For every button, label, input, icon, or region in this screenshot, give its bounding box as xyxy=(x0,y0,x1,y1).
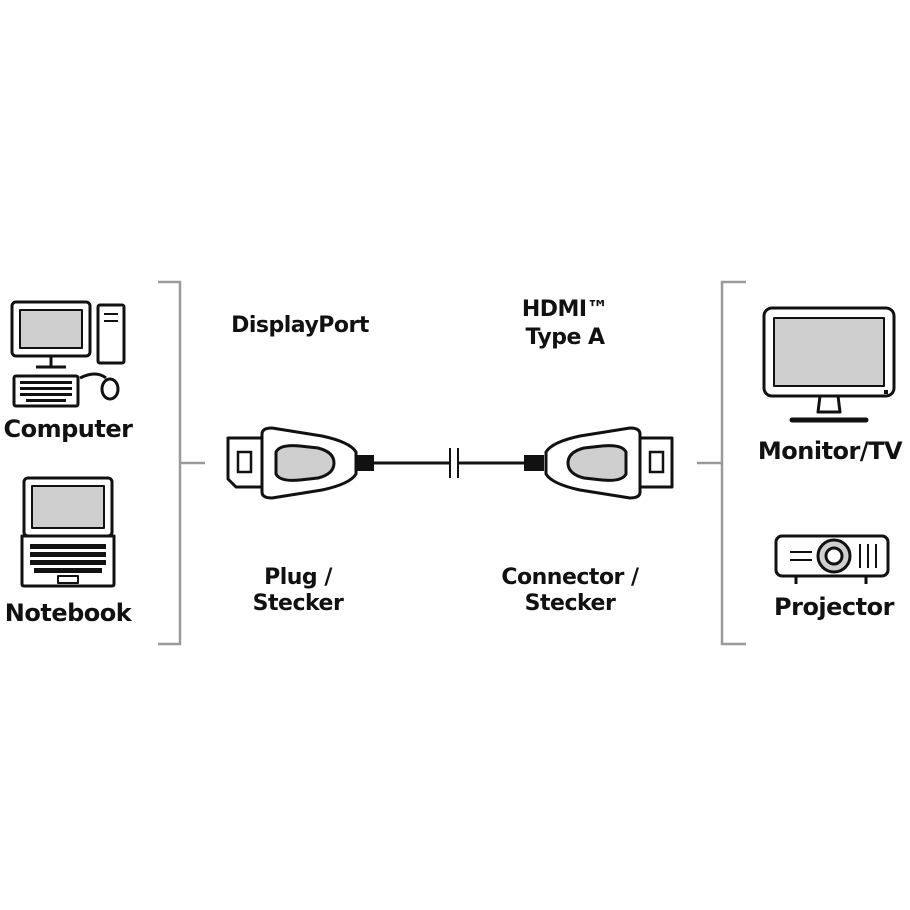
monitor-tv-icon xyxy=(762,306,896,423)
monitor-tv-label: Monitor/TV xyxy=(757,437,903,465)
computer-label: Computer xyxy=(3,415,133,443)
notebook-icon xyxy=(20,476,116,588)
connector-label-line1: Connector / xyxy=(501,565,639,590)
desktop-computer-icon xyxy=(10,300,126,408)
notebook-label: Notebook xyxy=(4,599,132,627)
plug-label-line2: Stecker xyxy=(252,591,344,616)
projector-icon xyxy=(774,534,890,584)
displayport-label: DisplayPort xyxy=(231,313,369,338)
projector-label: Projector xyxy=(774,593,894,621)
connector-label-line2: Stecker xyxy=(524,591,616,616)
hdmi-label-line2: Type A xyxy=(525,325,605,350)
hdmi-label-line1: HDMI™ xyxy=(521,297,609,322)
cable-line xyxy=(374,448,528,478)
right-bracket xyxy=(697,280,746,646)
hdmi-connector-icon xyxy=(524,426,674,500)
plug-label-line1: Plug / xyxy=(264,565,332,590)
displayport-plug-icon xyxy=(226,426,374,500)
left-bracket xyxy=(158,280,205,646)
